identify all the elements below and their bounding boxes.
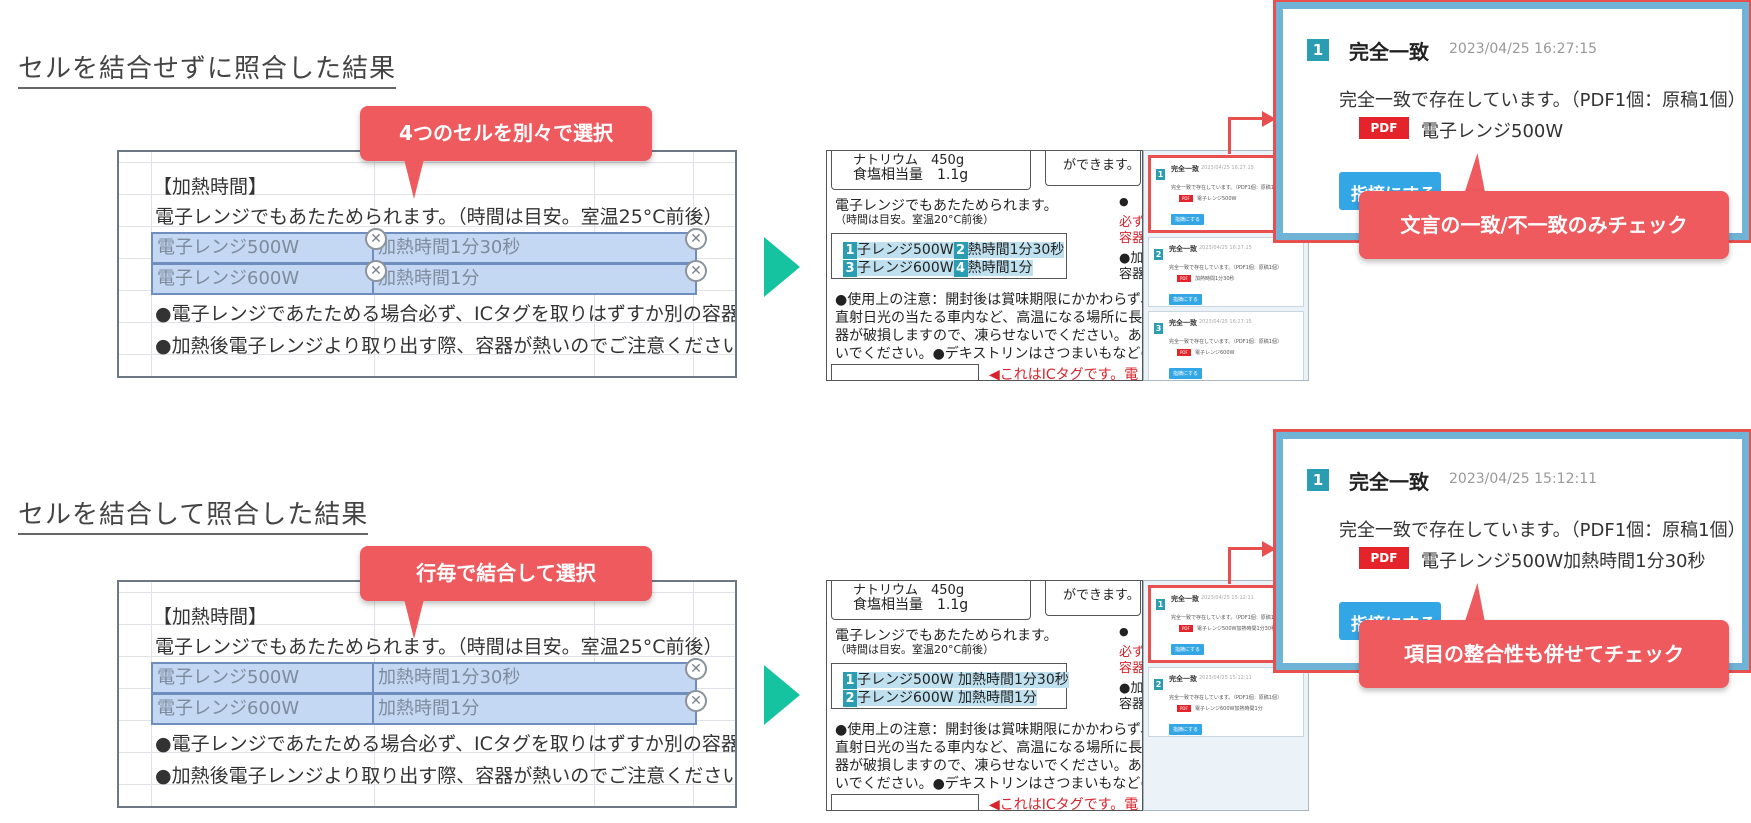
result-card[interactable]: 2 完全一致 2023/04/25 15:12:11 完全一致で存在しています。… [1148, 667, 1304, 737]
remove-selection-icon[interactable]: ✕ [685, 228, 707, 250]
highlighted-text[interactable]: 熱時間1分30秒 [967, 242, 1065, 258]
match-date: 2023/04/25 15:12:11 [1449, 471, 1598, 487]
note-bubble: 項目の整合性も併せてチェック [1359, 620, 1729, 688]
selected-cell[interactable]: 加熱時間1分30秒 [372, 232, 697, 264]
selected-cell[interactable]: 加熱時間1分30秒 [372, 662, 697, 694]
highlighted-text[interactable]: 熱時間1分 [967, 260, 1033, 276]
arrow-right-icon [764, 665, 800, 725]
pdf-preview: ナトリウム 450g 食塩相当量 1.1g ができます。 電子レンジでもあたため… [826, 150, 1143, 381]
pdf-tag: PDF [1359, 547, 1409, 569]
callout-bubble: 4つのセルを別々で選択 [360, 106, 652, 161]
sheet-row: 電子レンジでもあたためられます。（時間は目安。室温25°C前後） [155, 636, 723, 658]
sheet-row: ●加熱後電子レンジより取り出す際、容器が熱いのでご注意ください。 [155, 335, 737, 357]
sheet-row: ●加熱後電子レンジより取り出す際、容器が熱いのでご注意ください。 [155, 765, 737, 787]
remove-selection-icon[interactable]: ✕ [685, 260, 707, 282]
matched-text: 電子レンジ500W加熱時間1分30秒 [1421, 551, 1706, 572]
note-bubble: 文言の一致/不一致のみチェック [1359, 191, 1729, 259]
pdf-tag: PDF [1359, 117, 1409, 139]
result-card-list[interactable]: 1 完全一致 2023/04/25 16:27:15 完全一致で存在しています。… [1143, 150, 1309, 381]
result-card[interactable]: 3 完全一致 2023/04/25 16:27:15 完全一致で存在しています。… [1148, 311, 1304, 380]
selected-cell[interactable]: 電子レンジ600W [151, 263, 376, 295]
sheet-row: ●電子レンジであたためる場合必ず、ICタグを取りはずすか別の容器に入 [155, 303, 737, 325]
match-badge[interactable]: 1 [843, 241, 857, 259]
match-badge: 1 [1307, 39, 1329, 61]
match-badge[interactable]: 2 [843, 689, 857, 707]
match-badge[interactable]: 4 [953, 259, 968, 277]
selected-cell[interactable]: 電子レンジ500W [151, 662, 376, 694]
result-card[interactable]: 2 完全一致 2023/04/25 16:27:15 完全一致で存在しています。… [1148, 237, 1304, 307]
sheet-heading: 【加熱時間】 [153, 606, 268, 628]
highlighted-text[interactable]: 子レンジ500W 加熱時間1分30秒 [857, 672, 1069, 688]
sheet-row: 電子レンジでもあたためられます。（時間は目安。室温25°C前後） [155, 206, 723, 228]
flag-button[interactable]: 指摘にする [1169, 294, 1203, 305]
match-message: 完全一致で存在しています。（PDF1個：原稿1個） [1339, 90, 1746, 111]
spreadsheet: 【加熱時間】 電子レンジでもあたためられます。（時間は目安。室温25°C前後） … [117, 580, 737, 808]
match-badge[interactable]: 3 [843, 259, 857, 277]
match-badge[interactable]: 2 [953, 241, 968, 259]
flag-button[interactable]: 指摘にする [1171, 644, 1205, 655]
remove-selection-icon[interactable]: ✕ [685, 690, 707, 712]
callout-tail [404, 599, 424, 639]
pdf-preview: ナトリウム 450g 食塩相当量 1.1g ができます。 電子レンジでもあたため… [826, 580, 1143, 811]
match-title: 完全一致 [1349, 470, 1429, 494]
match-badge[interactable]: 1 [843, 671, 857, 689]
section-title: セルを結合して照合した結果 [18, 494, 369, 535]
spreadsheet: 【加熱時間】 電子レンジでもあたためられます。（時間は目安。室温25°C前後） … [117, 150, 737, 378]
callout-tail [404, 159, 424, 199]
remove-selection-icon[interactable]: ✕ [685, 658, 707, 680]
selected-cell[interactable]: 電子レンジ600W [151, 693, 376, 725]
selected-cell[interactable]: 加熱時間1分 [372, 693, 697, 725]
remove-selection-icon[interactable]: ✕ [365, 260, 387, 282]
matched-text: 電子レンジ500W [1421, 121, 1564, 142]
selected-cell[interactable]: 加熱時間1分 [372, 263, 697, 295]
sheet-heading: 【加熱時間】 [153, 176, 268, 198]
callout-bubble: 行毎で結合して選択 [360, 546, 652, 601]
arrow-right-icon [764, 237, 800, 297]
flag-button[interactable]: 指摘にする [1169, 724, 1203, 735]
match-title: 完全一致 [1349, 40, 1429, 64]
selected-cell[interactable]: 電子レンジ500W [151, 232, 376, 264]
match-date: 2023/04/25 16:27:15 [1449, 41, 1598, 57]
flag-button[interactable]: 指摘にする [1171, 214, 1205, 225]
highlighted-text[interactable]: 子レンジ500W [857, 242, 954, 258]
highlighted-text[interactable]: 子レンジ600W 加熱時間1分 [857, 690, 1037, 706]
flag-button[interactable]: 指摘にする [1169, 368, 1203, 379]
highlighted-text[interactable]: 子レンジ600W [857, 260, 954, 276]
section-title: セルを結合せずに照合した結果 [18, 48, 397, 89]
match-badge: 1 [1307, 469, 1329, 491]
match-message: 完全一致で存在しています。（PDF1個：原稿1個） [1339, 520, 1746, 541]
sheet-row: ●電子レンジであたためる場合必ず、ICタグを取りはずすか別の容器に入 [155, 733, 737, 755]
remove-selection-icon[interactable]: ✕ [365, 228, 387, 250]
